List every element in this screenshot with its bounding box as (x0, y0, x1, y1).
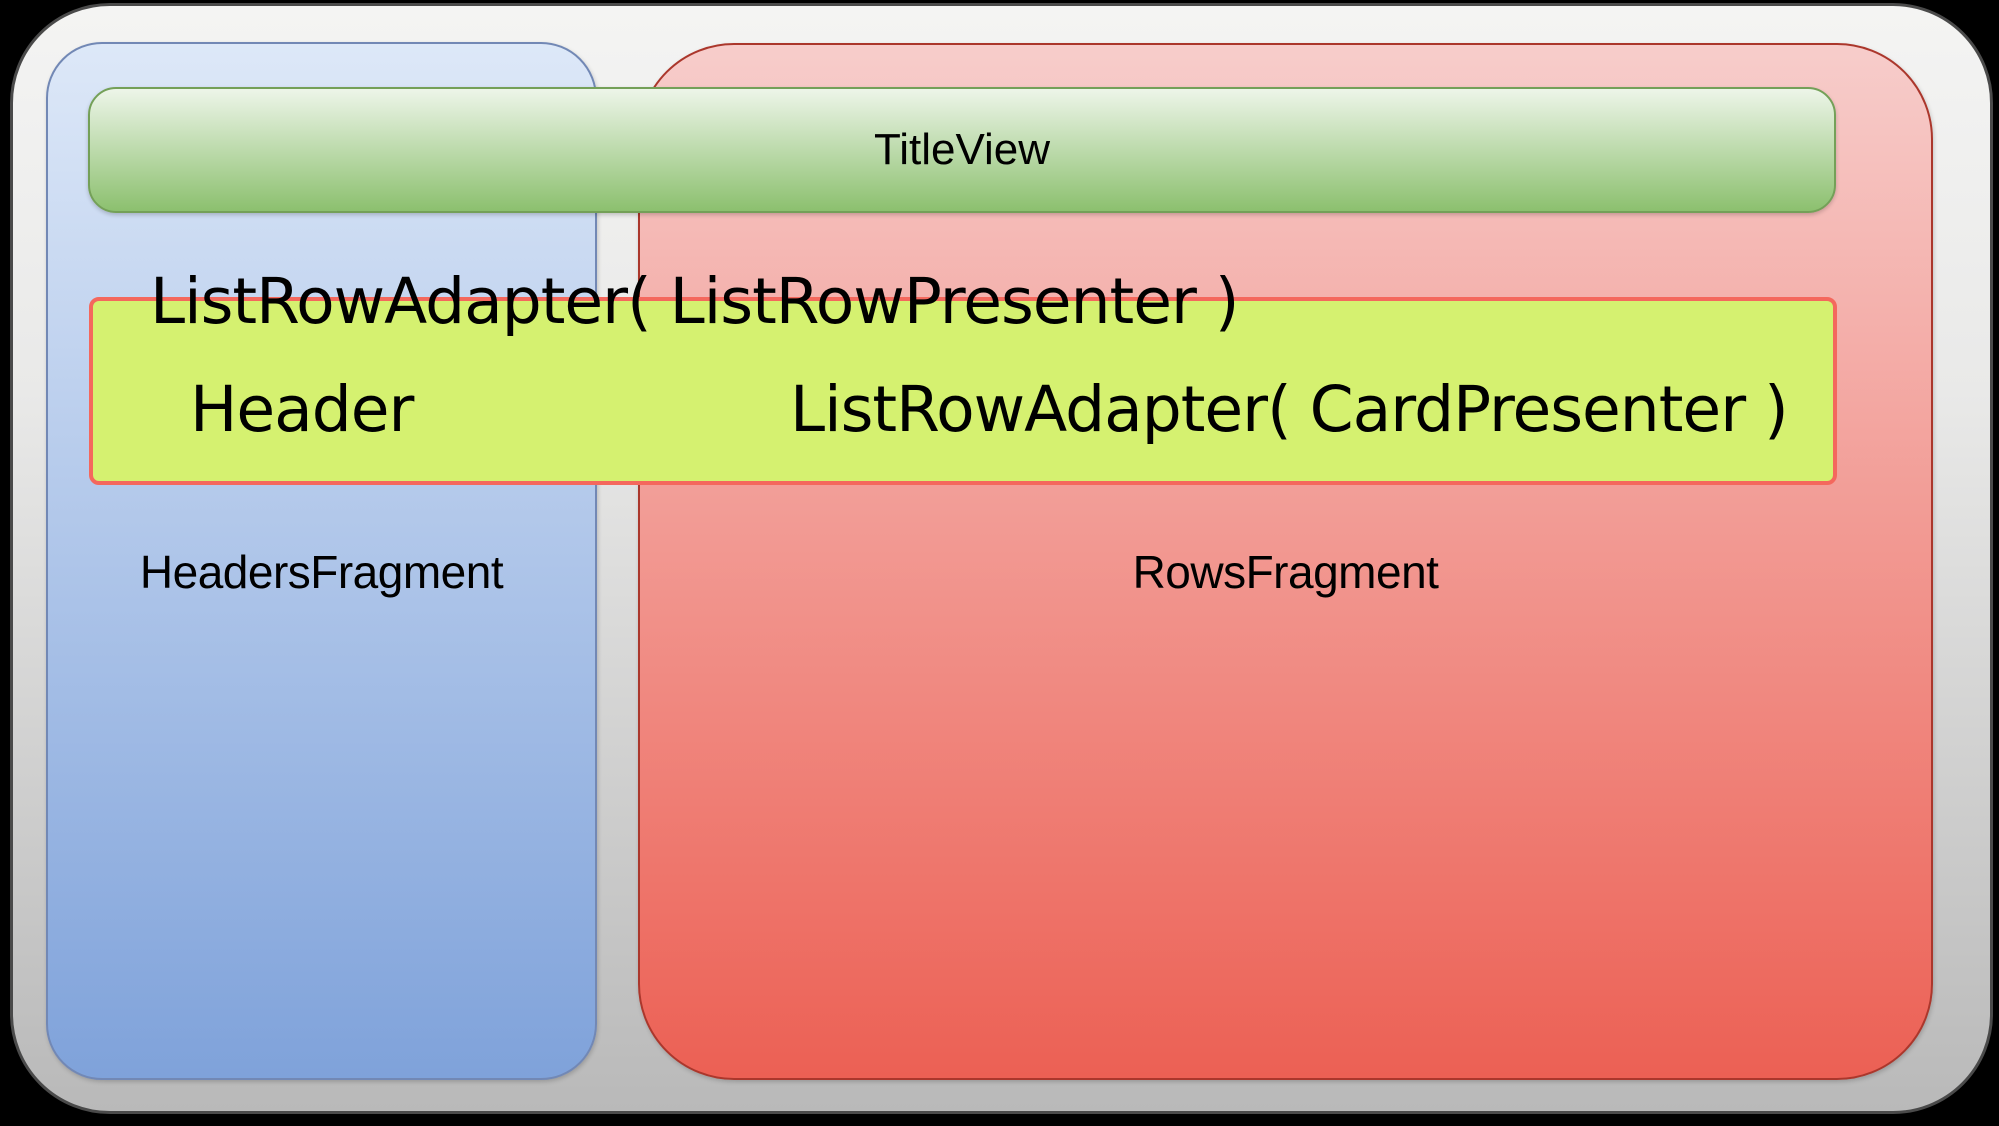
headers-fragment-label: HeadersFragment (139, 546, 504, 598)
list-row-adapter-card-presenter-label: ListRowAdapter( CardPresenter ) (790, 373, 1789, 446)
title-view-bar: TitleView (88, 87, 1836, 213)
header-cell-label: Header (190, 373, 414, 446)
headers-fragment-box (46, 42, 597, 1080)
rows-fragment-label: RowsFragment (1132, 546, 1439, 598)
list-row-adapter-list-row-presenter-label: ListRowAdapter( ListRowPresenter ) (150, 265, 1239, 338)
rows-fragment-box (638, 43, 1933, 1080)
list-row-adapter-box (89, 297, 1837, 485)
title-view-label: TitleView (873, 125, 1051, 174)
